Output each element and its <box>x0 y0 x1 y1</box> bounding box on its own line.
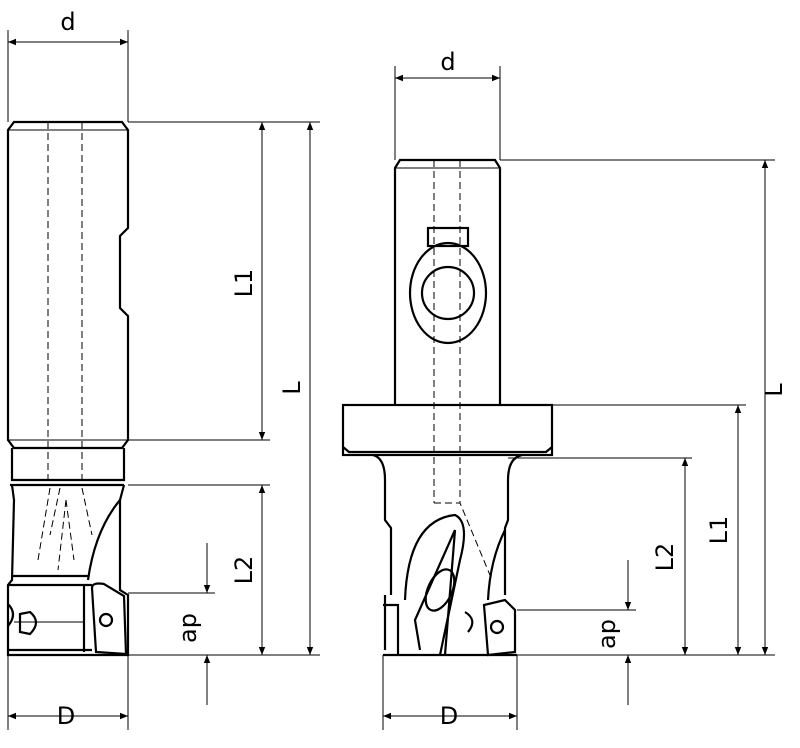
insert-screw-icon <box>98 612 114 628</box>
right-insert-screw-icon <box>489 619 505 635</box>
right-L1-label: L1 <box>705 516 733 545</box>
left-L-label: L <box>278 381 306 395</box>
right-tool <box>341 158 554 657</box>
right-flange <box>341 403 554 457</box>
left-collar <box>10 448 126 482</box>
left-d-label: d <box>60 8 75 36</box>
right-D-label: D <box>440 702 458 730</box>
right-ap-label: ap <box>593 619 621 649</box>
right-shank <box>393 158 502 405</box>
left-L1-label: L1 <box>230 269 258 298</box>
left-D-label: D <box>57 702 75 730</box>
right-L2-label: L2 <box>651 543 679 572</box>
clamp-flat <box>426 226 470 248</box>
left-ap-label: ap <box>174 613 202 643</box>
clamp-screw-icon <box>420 265 476 321</box>
right-body <box>372 453 523 595</box>
left-shank <box>6 120 130 450</box>
left-head <box>6 484 130 657</box>
left-L2-label: L2 <box>230 556 258 585</box>
left-dimensions: d L1 L L2 ap D <box>7 8 320 730</box>
right-dimensions: d L L1 L2 ap D <box>382 48 788 730</box>
right-L-label: L <box>760 383 788 397</box>
right-d-label: d <box>440 48 455 76</box>
left-tool <box>6 120 130 657</box>
clamp-slot <box>408 241 488 345</box>
